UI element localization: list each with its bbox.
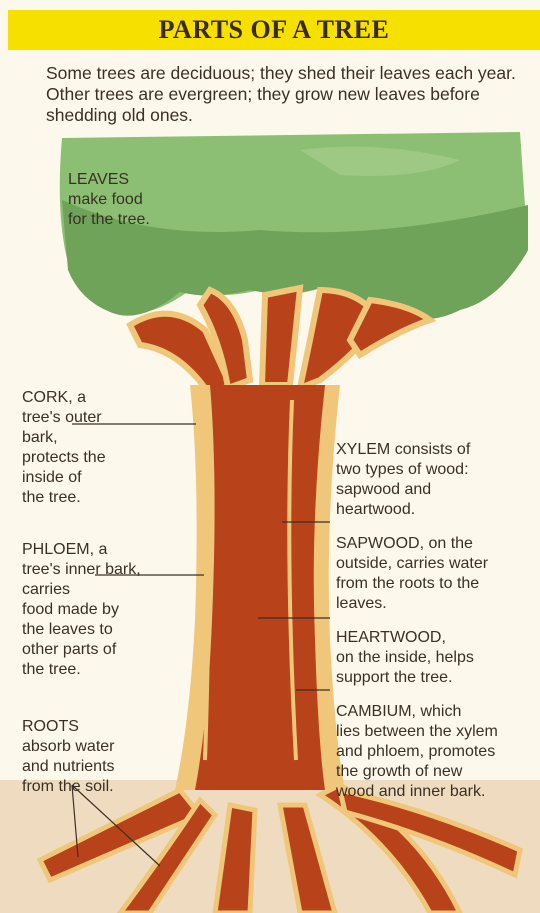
heartwood-core [195, 385, 325, 790]
cambium-term: CAMBIUM, which [336, 702, 498, 722]
branches [130, 288, 430, 395]
sapwood-text: outside, carries water from the roots to… [336, 554, 488, 614]
cork-text: tree's outer bark, protects the inside o… [22, 408, 106, 508]
phloem-term: PHLOEM, a [22, 540, 141, 560]
roots-text: absorb water and nutrients from the soil… [22, 737, 115, 797]
xylem-term: XYLEM consists of [336, 440, 470, 460]
sapwood-term: SAPWOOD, on the [336, 534, 488, 554]
leaves-text: make food for the tree. [68, 190, 150, 230]
leaves-term: LEAVES [68, 170, 150, 190]
roots-term: ROOTS [22, 717, 115, 737]
xylem-text: two types of wood: sapwood and heartwood… [336, 460, 470, 520]
cork-term: CORK, a [22, 388, 106, 408]
cambium-text: lies between the xylem and phloem, promo… [336, 722, 498, 802]
phloem-text: tree's inner bark, carries food made by … [22, 560, 141, 680]
heartwood-term: HEARTWOOD, [336, 628, 474, 648]
